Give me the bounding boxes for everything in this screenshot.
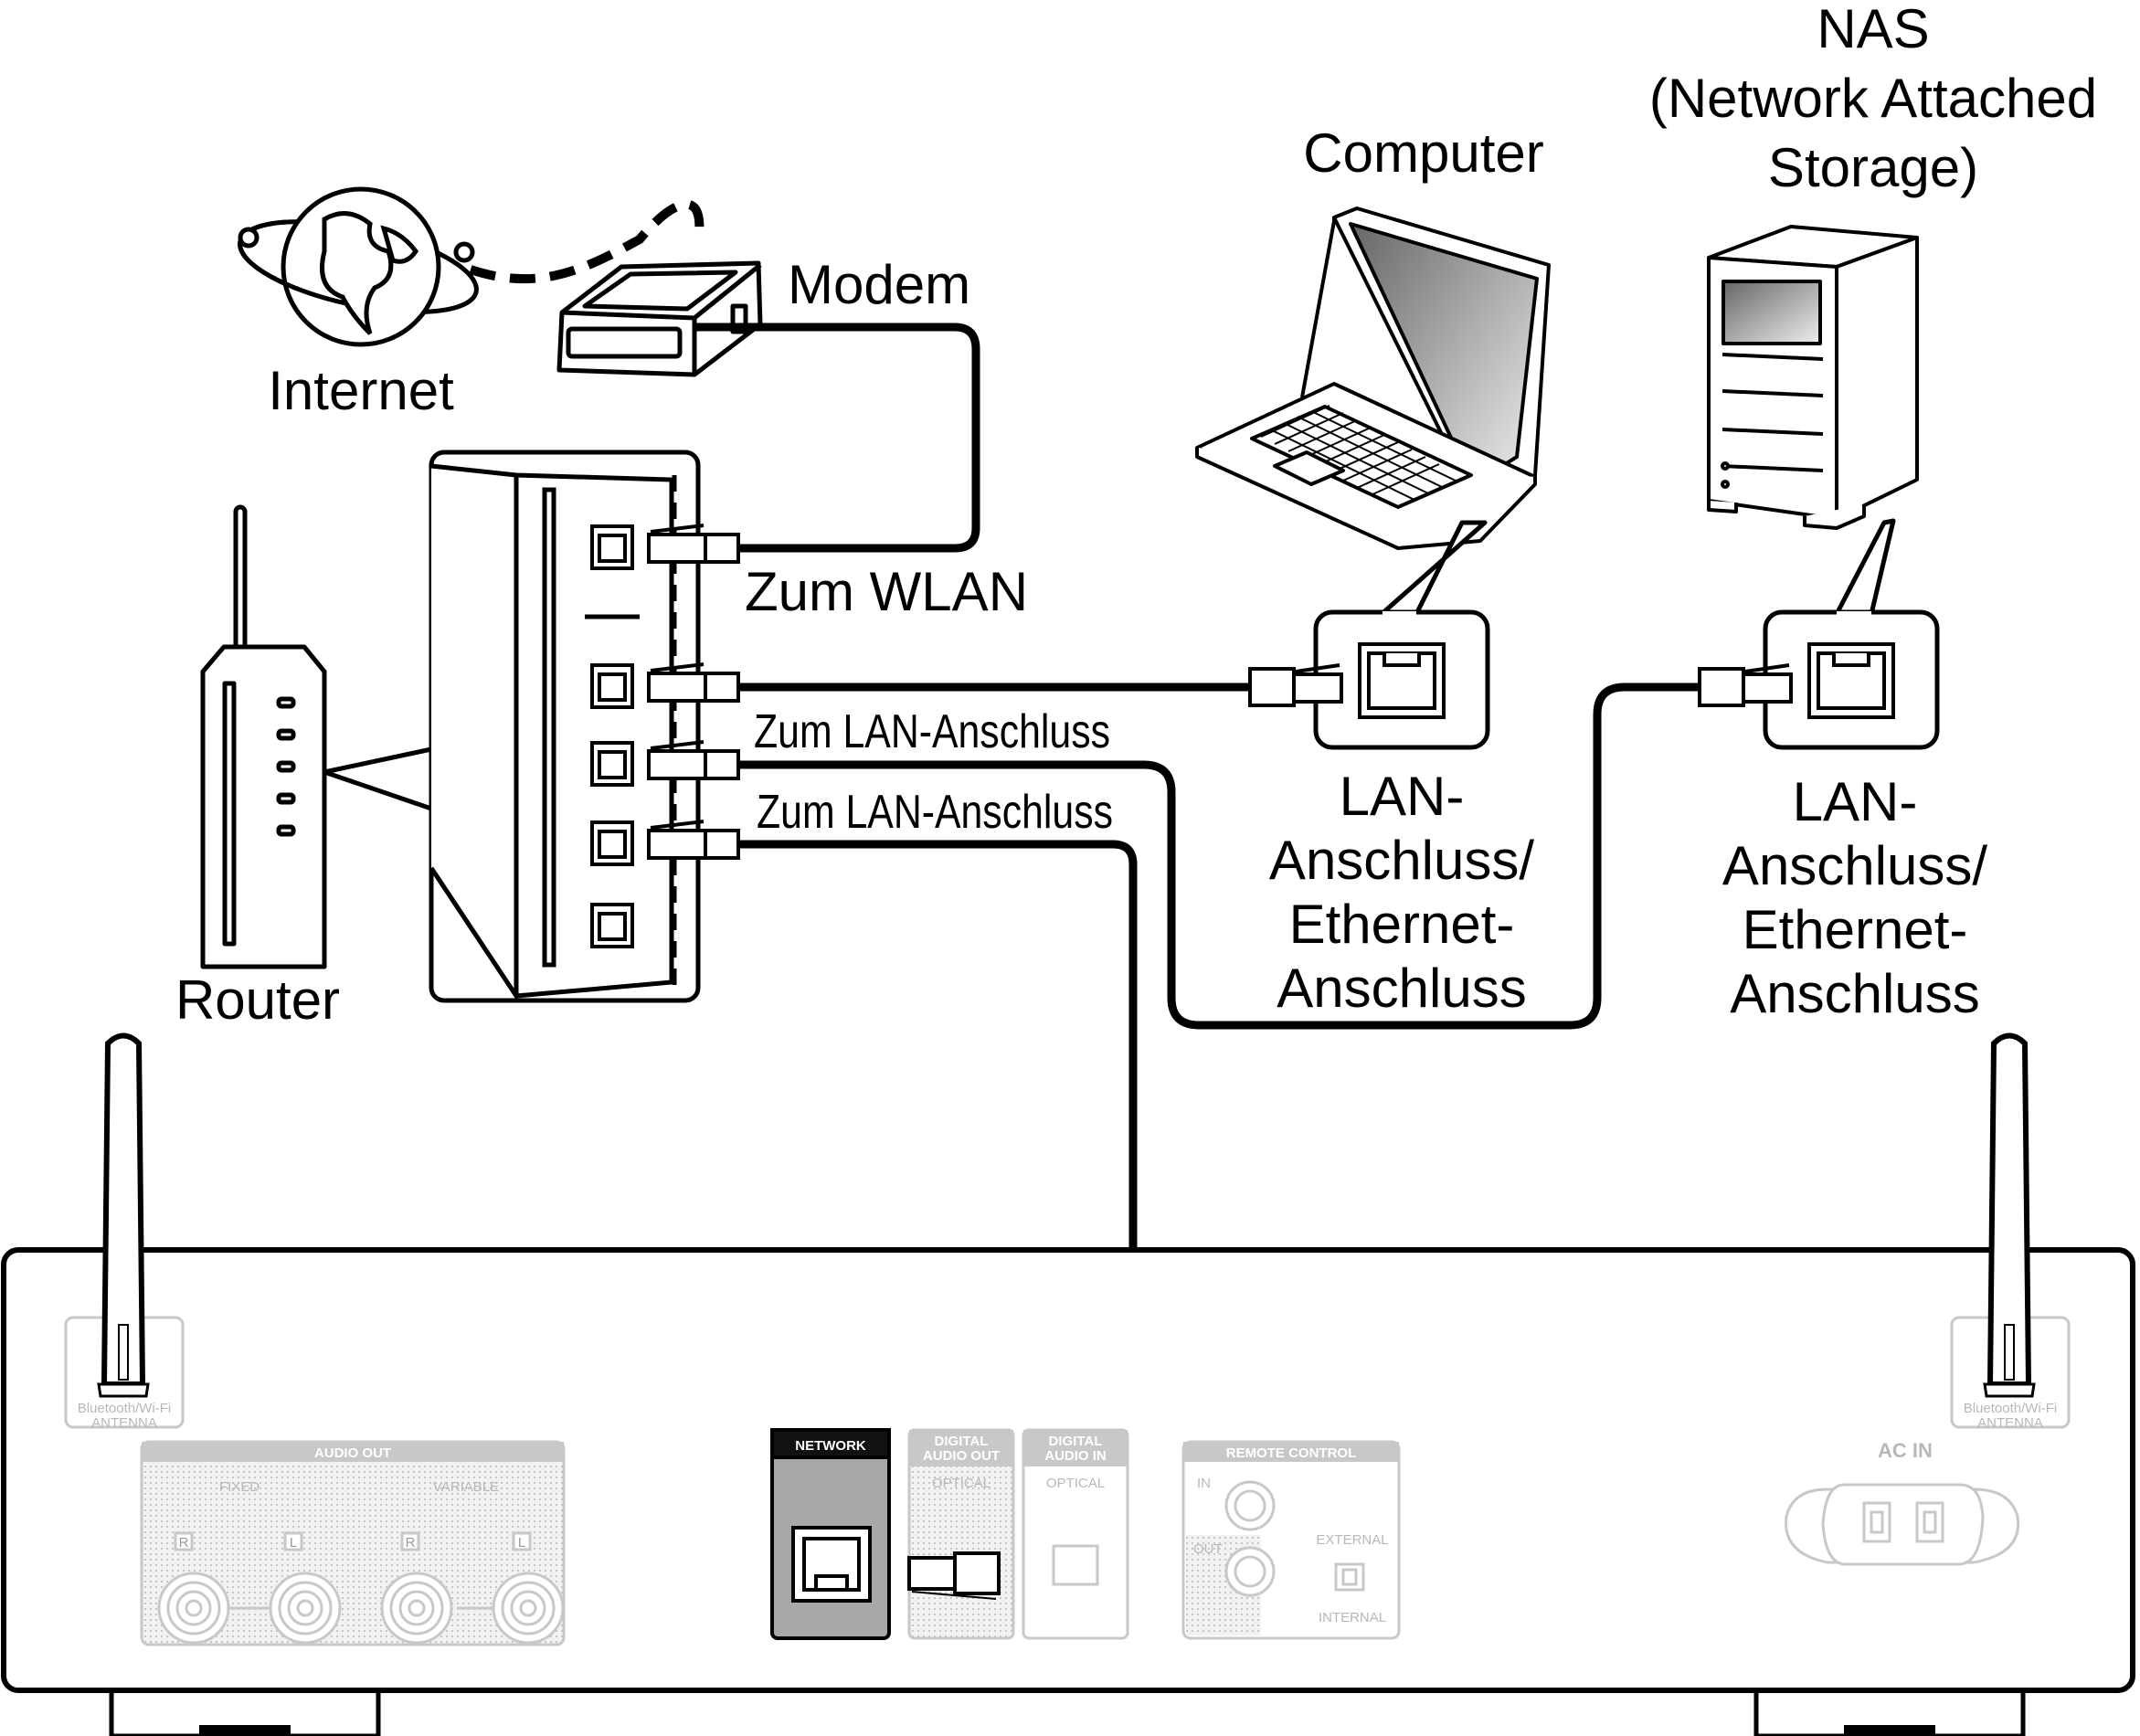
laptop-computer-icon <box>1195 206 1551 550</box>
ac-in-socket <box>1785 1483 2020 1566</box>
nas-lan-cable <box>738 683 1701 1030</box>
computer-label: Computer <box>1303 122 1543 184</box>
rca-l-variable: L <box>518 1535 525 1551</box>
computer-lan-port-icon <box>1358 642 1446 719</box>
router-icon <box>200 504 327 969</box>
router-port-3 <box>590 820 634 866</box>
computer-port-label-2: Anschluss/ <box>1269 830 1534 891</box>
left-antenna <box>64 1032 185 1429</box>
to-lan-label-1: Zum LAN-Anschluss <box>754 705 1110 758</box>
digital-audio-out-label-1: DIGITAL <box>935 1434 989 1449</box>
nas-port-callout <box>1834 518 1896 617</box>
computer-port-label-3: Ethernet- <box>1289 894 1515 955</box>
rj45-plug-nas <box>647 740 740 780</box>
modem-icon <box>556 260 763 377</box>
digital-audio-in-optical: OPTICAL <box>1046 1476 1105 1491</box>
to-lan-label-2: Zum LAN-Anschluss <box>757 786 1113 839</box>
internet-globe-icon <box>238 186 479 347</box>
network-port-section <box>770 1428 891 1640</box>
network-label: NETWORK <box>795 1438 866 1454</box>
computer-port-label-4: Anschluss <box>1277 958 1526 1019</box>
internet-label: Internet <box>268 360 454 421</box>
internet-modem-dashed-link <box>469 199 705 284</box>
rca-l-fixed: L <box>290 1535 297 1551</box>
audio-out-label: AUDIO OUT <box>314 1445 391 1461</box>
digital-audio-out-label-2: AUDIO OUT <box>923 1448 1000 1464</box>
router-label: Router <box>175 969 340 1031</box>
nas-label-3: Storage) <box>1768 137 1978 198</box>
nas-label-2: (Network Attached <box>1649 68 2097 129</box>
remote-control-label: REMOTE CONTROL <box>1226 1445 1357 1461</box>
remote-control-section <box>1181 1440 1401 1640</box>
nas-storage-icon <box>1707 225 1919 530</box>
modem-label: Modem <box>788 254 970 315</box>
computer-cable-plug <box>1248 663 1343 707</box>
rj45-plug-computer <box>647 662 740 703</box>
nas-port-label-4: Anschluss <box>1730 963 1979 1024</box>
router-port-2 <box>590 741 634 787</box>
ac-in-label: AC IN <box>1878 1439 1933 1462</box>
rca-r-variable: R <box>406 1535 416 1551</box>
router-cable-plugs <box>647 524 740 860</box>
nas-label-1: NAS <box>1817 0 1929 59</box>
right-antenna <box>1950 1032 2071 1429</box>
nas-port-label-2: Anschluss/ <box>1722 835 1987 896</box>
rj45-plug-wlan <box>647 524 740 564</box>
nas-cable-plug <box>1698 663 1793 707</box>
nas-port-label-1: LAN- <box>1793 771 1918 832</box>
variable-label: VARIABLE <box>433 1479 499 1495</box>
fixed-label: FIXED <box>219 1479 260 1495</box>
left-antenna-label-2: ANTENNA <box>91 1415 157 1431</box>
remote-in-label: IN <box>1197 1476 1211 1491</box>
digital-audio-in-section <box>1022 1428 1129 1640</box>
right-antenna-label-1: Bluetooth/Wi-Fi <box>1964 1401 2058 1416</box>
modem-router-cable <box>694 323 980 553</box>
left-antenna-label-1: Bluetooth/Wi-Fi <box>78 1401 172 1416</box>
external-label: EXTERNAL <box>1316 1532 1388 1548</box>
remote-out-label: OUT <box>1193 1541 1223 1557</box>
router-ports <box>590 524 634 948</box>
digital-audio-out-optical: OPTICAL <box>932 1476 991 1491</box>
router-port-4 <box>590 903 634 948</box>
internal-label: INTERNAL <box>1319 1610 1386 1625</box>
digital-audio-in-label-1: DIGITAL <box>1049 1434 1103 1449</box>
nas-port-label-3: Ethernet- <box>1743 899 1968 960</box>
audio-out-section <box>140 1440 566 1646</box>
player-cable-plug <box>907 1551 1001 1600</box>
router-callout-pointer <box>322 746 434 811</box>
rca-jacks <box>157 1531 565 1645</box>
right-antenna-label-2: ANTENNA <box>1977 1415 2043 1431</box>
rj45-plug-player <box>647 820 740 860</box>
router-port-wlan <box>590 524 634 570</box>
nas-lan-port-icon <box>1807 642 1895 719</box>
router-port-1 <box>590 663 634 709</box>
rca-r-fixed: R <box>179 1535 189 1551</box>
to-wlan-label: Zum WLAN <box>745 561 1028 622</box>
digital-audio-in-label-2: AUDIO IN <box>1044 1448 1107 1464</box>
computer-port-label-1: LAN- <box>1340 766 1465 827</box>
